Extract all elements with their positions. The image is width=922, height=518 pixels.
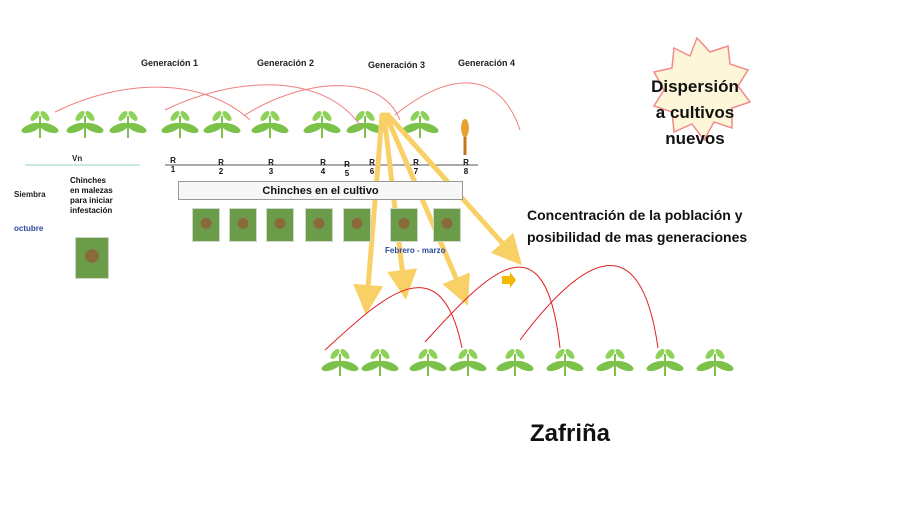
generation-4-label: Generación 4 — [458, 58, 516, 68]
bottom-plant-row — [319, 346, 736, 377]
bug-photo — [192, 208, 220, 242]
vn-label: Vn — [72, 154, 83, 163]
chinches-cultivo-box: Chinches en el cultivo — [178, 181, 463, 200]
chinches-line-2: en malezas — [70, 186, 113, 195]
generation-2-label: Generación 2 — [257, 58, 315, 68]
zafrina-title: Zafriña — [530, 420, 611, 447]
top-plant-row — [19, 108, 469, 155]
bug-photo — [343, 208, 371, 242]
febrero-marzo-label: Febrero - marzo — [385, 246, 446, 255]
small-arrow-icon — [502, 272, 516, 288]
generation-arcs — [54, 82, 521, 131]
siembra-label: Siembra — [14, 190, 46, 199]
bug-photo — [390, 208, 418, 242]
chinches-line-1: Chinches — [70, 176, 107, 185]
bug-photo — [266, 208, 294, 242]
concentracion-line-1: Concentración de la población y — [527, 207, 743, 223]
bug-photo — [433, 208, 461, 242]
dispersion-line-1: Dispersión — [651, 77, 739, 96]
chinches-malezas-label: Chinches en malezas para iniciar infesta… — [70, 176, 113, 216]
new-crop-generation-arcs — [324, 265, 659, 351]
chinches-line-3: para iniciar — [70, 196, 113, 205]
octubre-label: octubre — [14, 224, 44, 233]
bug-photo — [305, 208, 333, 242]
dispersion-text: Dispersión a cultivos nuevos — [630, 74, 760, 152]
generation-1-label: Generación 1 — [141, 58, 199, 68]
mature-plant-icon — [461, 119, 469, 155]
dispersion-line-3: nuevos — [665, 129, 725, 148]
dispersion-star — [652, 36, 752, 142]
concentracion-line-2: posibilidad de mas generaciones — [527, 229, 748, 245]
chinches-line-4: infestación — [70, 206, 113, 215]
generation-3-label: Generación 3 — [368, 60, 426, 70]
bug-photo-weeds — [75, 237, 109, 279]
concentracion-text: Concentración de la población y posibili… — [527, 204, 747, 248]
dispersion-line-2: a cultivos — [655, 103, 735, 122]
bug-photo — [229, 208, 257, 242]
